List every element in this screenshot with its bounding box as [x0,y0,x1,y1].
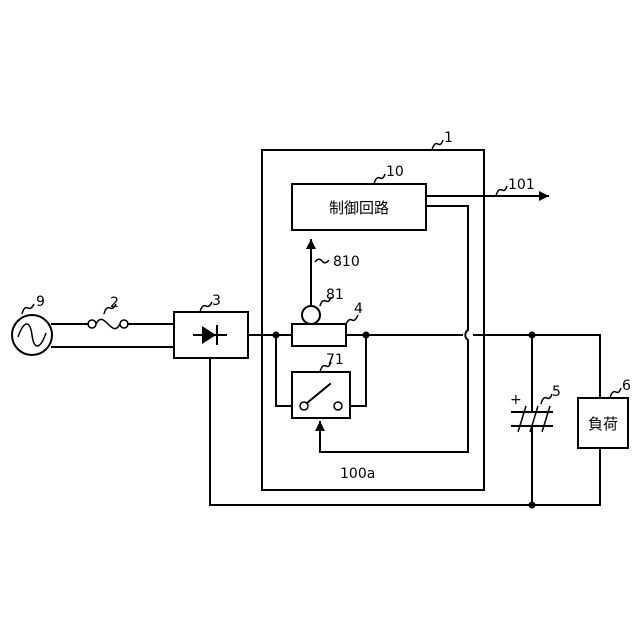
ref-sensor: 81 [326,287,344,303]
ref-capacitor: 5 [552,384,561,400]
ref-control: 10 [386,164,404,180]
control-circuit: 制御回路 [292,184,426,230]
rectifier [174,312,248,358]
switch-71 [292,372,350,418]
ref-source: 9 [36,294,45,310]
capacitor-polarity: + [510,392,522,408]
load: 負荷 [578,398,628,448]
sensor-81 [302,306,320,324]
ref-enclosure: 1 [444,130,453,146]
ref-element: 4 [354,301,363,317]
junction-capacitor-bottom [529,502,536,509]
ac-source [12,315,52,355]
ref-rectifier: 3 [212,293,221,309]
load-label: 負荷 [588,415,618,433]
control-circuit-label: 制御回路 [329,199,389,217]
fuse [88,319,128,328]
ref-switch-signal: 100a [340,466,375,482]
ref-output-signal: 101 [508,177,535,193]
ref-load: 6 [622,378,631,394]
element-4 [292,324,346,346]
ref-sensor-signal: 810 [333,254,360,270]
ref-fuse: 2 [110,295,119,311]
ref-switch: 71 [326,352,344,368]
